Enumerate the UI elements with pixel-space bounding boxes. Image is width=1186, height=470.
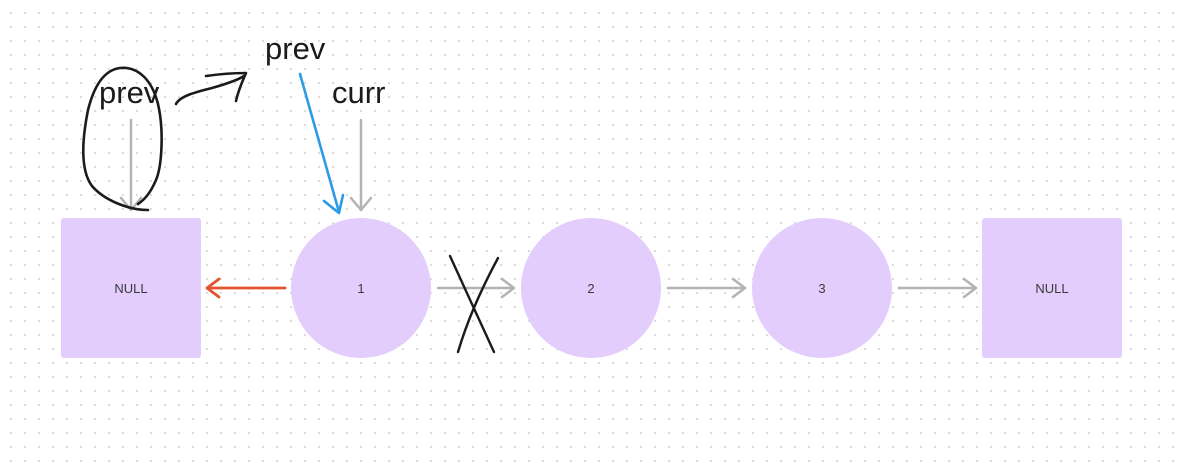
prev-move-scribble-arrow: [174, 71, 248, 106]
link-arrow-3-null: [897, 277, 978, 299]
null-node-left[interactable]: NULL: [61, 218, 201, 358]
curr-pointer-arrow: [349, 118, 373, 212]
list-node-1-label: 1: [357, 280, 365, 296]
curr-label: curr: [332, 75, 386, 110]
prev-label-new: prev: [265, 31, 326, 66]
list-node-2[interactable]: 2: [521, 218, 661, 358]
list-node-3[interactable]: 3: [752, 218, 892, 358]
null-node-left-label: NULL: [114, 280, 148, 296]
prev-circle-scribble: [81, 66, 163, 212]
reversed-link-arrow: [205, 277, 287, 299]
list-node-1[interactable]: 1: [291, 218, 431, 358]
list-node-3-label: 3: [818, 280, 826, 296]
prev-pointer-arrow: [119, 118, 143, 212]
link-arrow-2-3: [666, 277, 747, 299]
cross-out-mark: [448, 254, 500, 354]
null-node-right-label: NULL: [1035, 280, 1069, 296]
null-node-right[interactable]: NULL: [982, 218, 1122, 358]
list-node-2-label: 2: [587, 280, 595, 296]
prev-move-arrow: [298, 72, 345, 215]
link-arrow-1-2: [436, 277, 516, 299]
